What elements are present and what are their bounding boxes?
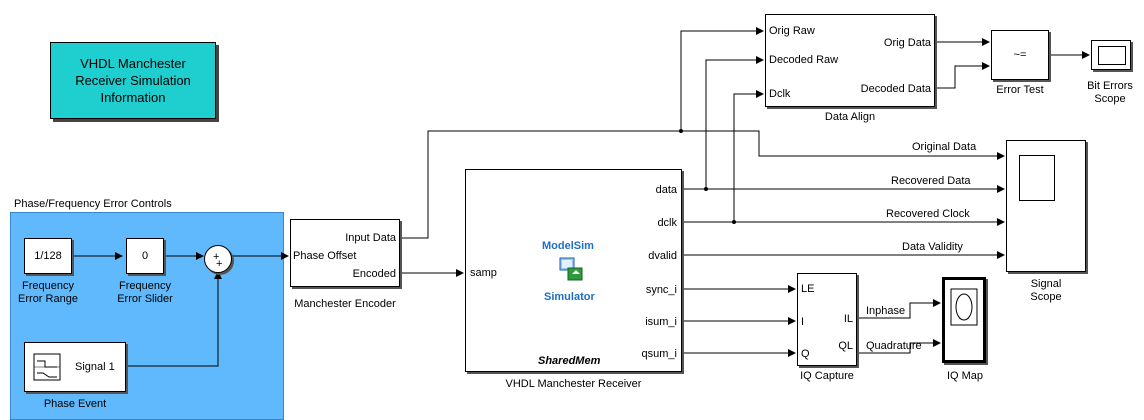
- wire-decoded-raw: [705, 56, 764, 189]
- wire-event-to-sum: [126, 271, 222, 367]
- info-line-3: Information: [100, 90, 166, 105]
- scope-screen-icon: [1019, 155, 1055, 201]
- wire-label-recovered-data: Recovered Data: [891, 175, 971, 187]
- freq-range-label: Frequency Error Range: [8, 280, 88, 306]
- wire-quadrature: [856, 339, 941, 354]
- align-out-decoded-data: Decoded Data: [860, 83, 931, 95]
- sum-sign-a: +: [213, 251, 220, 263]
- wire-dclk: [733, 90, 764, 222]
- bit-scope-label-2: Scope: [1094, 93, 1126, 105]
- manchester-encoder-block[interactable]: Phase Offset Input Data Encoded: [290, 219, 400, 287]
- wire-decoded-data: [935, 62, 990, 89]
- phase-event-signal: Signal 1: [75, 361, 115, 373]
- wire-label-quadrature: Quadrature: [866, 340, 922, 352]
- encoder-out-encoded: Encoded: [352, 268, 396, 280]
- wire-label-original-data: Original Data: [912, 141, 977, 153]
- signal-scope-block[interactable]: [1006, 140, 1086, 272]
- info-line-1: VHDL Manchester: [80, 56, 186, 71]
- wire-input-data: [401, 130, 1005, 239]
- xy-graph-icon: [950, 288, 978, 326]
- freq-range-label-2: Error Range: [18, 293, 78, 305]
- iq-capture-block[interactable]: LE I Q IL QL: [797, 273, 857, 366]
- vhdl-receiver-block[interactable]: samp data dclk dvalid sync_i isum_i qsum…: [465, 169, 682, 372]
- iq-out-il: IL: [843, 313, 853, 325]
- receiver-out-dclk: dclk: [657, 217, 677, 229]
- freq-slider-label-2: Error Slider: [117, 293, 173, 305]
- sum-sign-b: +: [216, 258, 223, 270]
- freq-range-label-1: Frequency: [22, 280, 74, 292]
- iq-map-block[interactable]: [942, 277, 986, 363]
- wire-inphase: [856, 299, 941, 319]
- phase-event-block[interactable]: Signal 1: [24, 342, 126, 392]
- controls-title: Phase/Frequency Error Controls: [14, 198, 172, 210]
- encoder-out-input-data: Input Data: [345, 232, 396, 244]
- align-in-decoded-raw: Decoded Raw: [769, 54, 839, 66]
- align-in-orig-raw: Orig Raw: [769, 25, 815, 37]
- scope-screen-icon: [1098, 46, 1126, 65]
- receiver-out-isum: isum_i: [645, 316, 677, 328]
- junction-dot: [679, 129, 683, 133]
- freq-range-value: 1/128: [34, 250, 62, 262]
- receiver-in-samp: samp: [470, 267, 497, 279]
- wire-label-data-validity: Data Validity: [902, 241, 963, 253]
- iq-map-label: IQ Map: [946, 370, 984, 382]
- sharedmem-text: SharedMem: [538, 355, 601, 367]
- receiver-out-qsum: qsum_i: [641, 348, 677, 360]
- receiver-out-sync: sync_i: [645, 284, 677, 296]
- signal-scope-label-2: Scope: [1030, 291, 1062, 303]
- signal-scope-label: Signal Scope: [1006, 278, 1086, 304]
- junction-dot: [704, 187, 708, 191]
- iq-out-ql: QL: [838, 340, 853, 352]
- bit-scope-label: Bit Errors Scope: [1076, 80, 1144, 106]
- freq-slider-block[interactable]: 0: [126, 238, 164, 274]
- receiver-out-dvalid: dvalid: [648, 250, 677, 262]
- error-test-label: Error Test: [996, 84, 1044, 96]
- data-align-block[interactable]: Orig Raw Decoded Raw Dclk Orig Data Deco…: [765, 14, 935, 107]
- freq-slider-label: Frequency Error Slider: [105, 280, 185, 306]
- freq-slider-label-1: Frequency: [119, 280, 171, 292]
- simulator-text: Simulator: [544, 291, 595, 303]
- freq-slider-value: 0: [141, 250, 149, 262]
- encoder-label: Manchester Encoder: [294, 298, 396, 310]
- align-out-orig-data: Orig Data: [883, 37, 931, 49]
- iq-capture-label: IQ Capture: [800, 370, 854, 382]
- iq-in-le: LE: [801, 283, 815, 295]
- encoder-in-phase-offset: Phase Offset: [293, 250, 357, 262]
- signal-builder-icon: [33, 353, 61, 381]
- phase-event-label: Phase Event: [43, 398, 107, 410]
- freq-range-block[interactable]: 1/128: [24, 238, 72, 274]
- data-align-label: Data Align: [824, 111, 876, 123]
- iq-in-q: Q: [801, 348, 810, 360]
- error-test-op: ~=: [1013, 49, 1027, 61]
- receiver-label: VHDL Manchester Receiver: [505, 378, 642, 390]
- info-block[interactable]: VHDL Manchester Receiver Simulation Info…: [50, 42, 216, 119]
- bit-errors-scope-block[interactable]: [1091, 40, 1131, 70]
- iq-in-i: I: [801, 316, 805, 328]
- wire-label-inphase: Inphase: [866, 305, 906, 317]
- sum-block[interactable]: + +: [204, 245, 232, 273]
- modelsim-text: ModelSim: [542, 240, 594, 252]
- bit-scope-label-1: Bit Errors: [1087, 80, 1133, 92]
- wire-orig-raw: [680, 27, 764, 131]
- modelsim-icon: [559, 257, 583, 281]
- signal-scope-label-1: Signal: [1030, 278, 1062, 290]
- receiver-out-data: data: [655, 184, 677, 196]
- wire-label-recovered-clock: Recovered Clock: [886, 208, 970, 220]
- info-line-2: Receiver Simulation: [75, 73, 191, 88]
- error-test-block[interactable]: ~=: [991, 30, 1049, 80]
- junction-dot: [732, 220, 736, 224]
- align-in-dclk: Dclk: [769, 88, 791, 100]
